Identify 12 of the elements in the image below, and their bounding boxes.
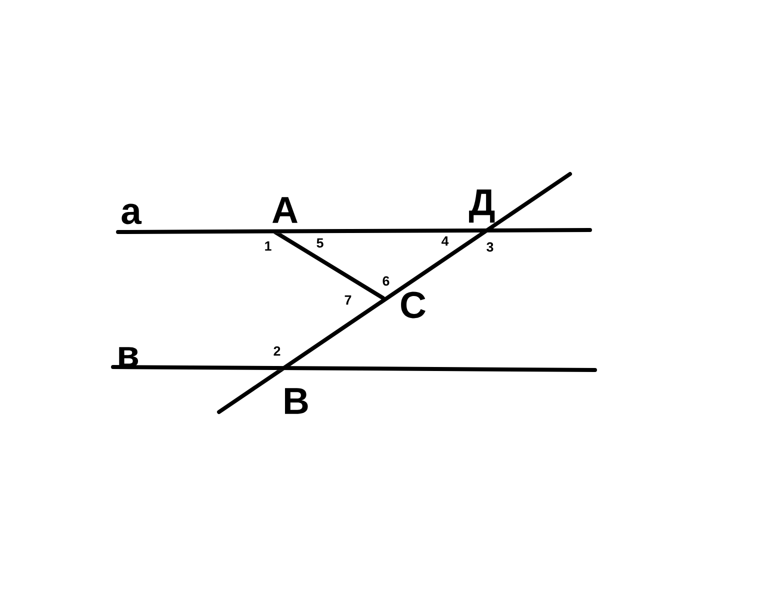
angle-number: 4 — [442, 236, 449, 246]
point-label: a — [122, 204, 142, 224]
point-label: C — [401, 292, 426, 318]
angle-number: 3 — [486, 242, 494, 252]
angle-number: 6 — [382, 276, 390, 286]
point-label: Д — [469, 189, 495, 223]
point-label: A — [272, 197, 298, 223]
angle-number: 7 — [344, 295, 352, 305]
angle-number: 2 — [274, 346, 280, 356]
angle-number: 1 — [265, 241, 272, 251]
angle-number: 5 — [316, 238, 324, 248]
point-label: B — [285, 388, 308, 414]
